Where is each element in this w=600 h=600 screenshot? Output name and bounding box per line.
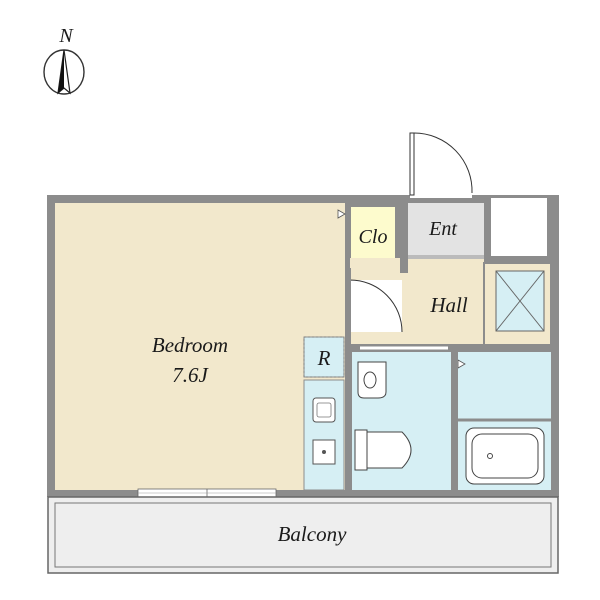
closet <box>351 207 395 260</box>
balcony-window <box>137 488 277 498</box>
north-arrow-icon <box>43 49 85 95</box>
balcony-label: Balcony <box>278 522 347 546</box>
washbasin-icon <box>357 361 387 399</box>
bathtub-icon <box>465 427 545 485</box>
entrance-door <box>409 132 473 198</box>
outdoor-unit-space <box>489 196 549 258</box>
entrance-label: Ent <box>428 218 457 240</box>
bedroom-label: Bedroom <box>152 333 228 357</box>
kitchen-sink-icon <box>312 397 336 423</box>
bedroom-size-label: 7.6J <box>172 363 209 387</box>
compass: N <box>43 25 85 95</box>
closet-door-swing <box>349 279 403 333</box>
bedroom <box>55 203 345 490</box>
entrance <box>408 203 484 255</box>
closet-label: Clo <box>359 226 388 248</box>
refrigerator-label: R <box>317 346 331 370</box>
compass-label: N <box>58 25 74 47</box>
toilet-icon <box>354 429 412 471</box>
kitchen-counter <box>303 379 345 491</box>
stove-icon <box>312 439 336 465</box>
hall-label: Hall <box>429 293 468 317</box>
